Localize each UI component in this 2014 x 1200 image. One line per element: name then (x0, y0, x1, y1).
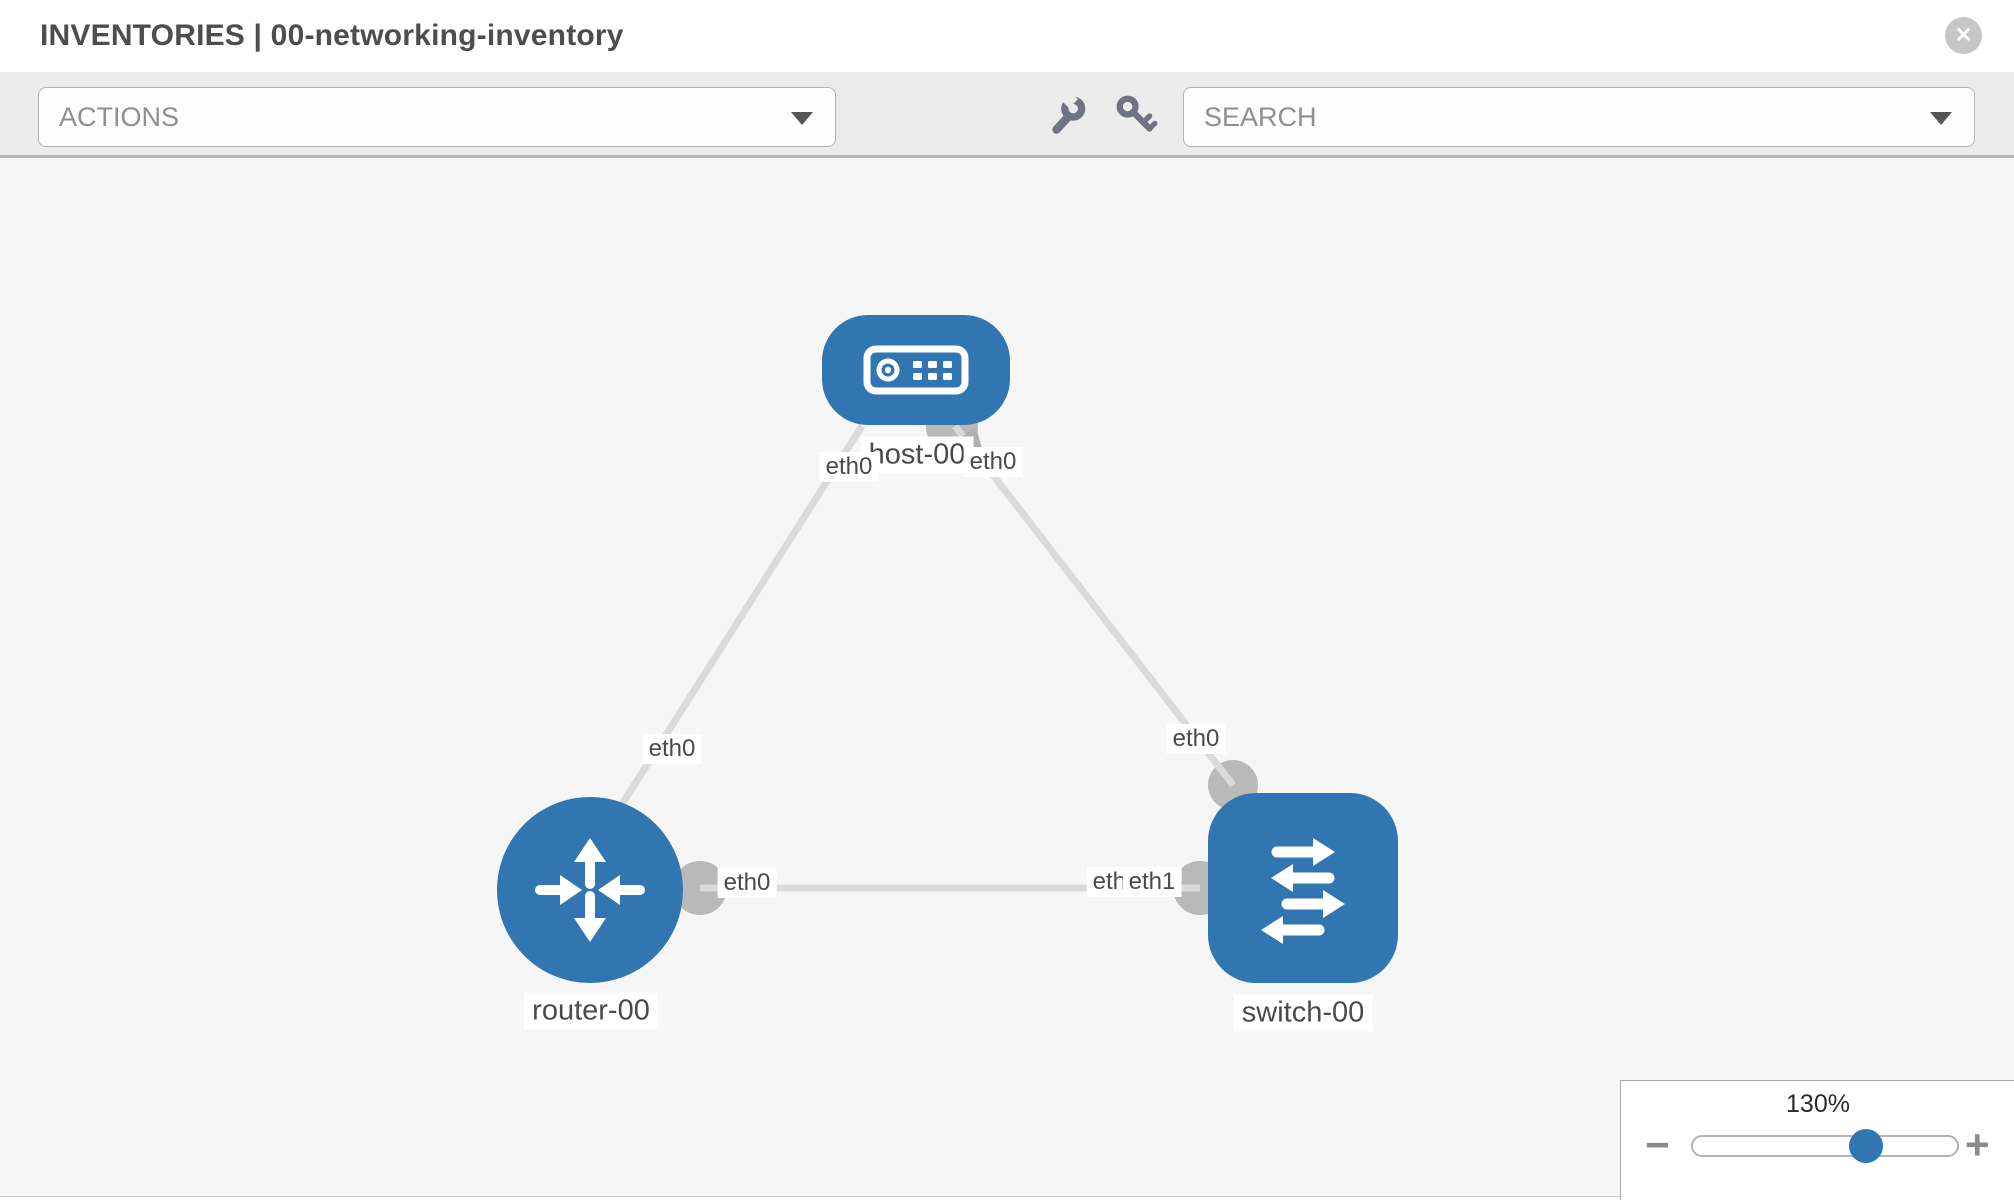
configure-tools-button[interactable] (1044, 89, 1092, 141)
port-label: eth0 (819, 452, 879, 482)
switch-icon (1261, 838, 1345, 944)
zoom-control-panel: 130% − + (1620, 1080, 2014, 1200)
topology-links-layer (609, 401, 1258, 915)
toolbar: ACTIONS SEARCH (0, 72, 2014, 158)
node-label-host: host-00 (860, 436, 974, 474)
topology-canvas[interactable]: host-00 router-00 switch-00 eth0 eth0 et… (0, 158, 2014, 1200)
caret-down-icon (791, 112, 813, 125)
port-label: eth1 (1122, 867, 1182, 897)
minus-icon: − (1645, 1121, 1670, 1168)
caret-down-icon (1930, 112, 1952, 125)
credentials-key-button[interactable] (1112, 93, 1160, 141)
page-title: INVENTORIES | 00-networking-inventory (40, 19, 624, 52)
zoom-slider-thumb[interactable] (1849, 1129, 1883, 1163)
router-icon (535, 838, 645, 942)
actions-dropdown[interactable]: ACTIONS (38, 87, 836, 147)
zoom-slider-track[interactable] (1691, 1129, 1959, 1163)
port-label: eth0 (642, 734, 702, 764)
key-icon (1116, 95, 1158, 132)
close-icon: ✕ (1954, 24, 1973, 47)
port-label: eth0 (963, 447, 1023, 477)
node-label-router: router-00 (524, 992, 658, 1030)
node-switch-00[interactable] (1208, 793, 1398, 983)
header: INVENTORIES | 00-networking-inventory ✕ (0, 0, 2014, 72)
host-icon (863, 345, 969, 395)
close-button[interactable]: ✕ (1945, 17, 1982, 54)
port-label: eth0 (717, 868, 777, 898)
plus-icon: + (1965, 1121, 1990, 1168)
zoom-slider-row: − + (1621, 1124, 2014, 1167)
node-host-00[interactable] (822, 315, 1010, 425)
zoom-in-button[interactable]: + (1965, 1124, 1990, 1166)
node-label-switch: switch-00 (1233, 994, 1373, 1032)
actions-dropdown-label: ACTIONS (59, 101, 180, 132)
wrench-icon (1052, 89, 1086, 134)
port-label: eth0 (1166, 724, 1226, 754)
zoom-level: 130% (1786, 1090, 1850, 1118)
search-dropdown[interactable]: SEARCH (1183, 87, 1975, 147)
search-dropdown-label: SEARCH (1204, 101, 1317, 132)
node-router-00[interactable] (497, 797, 683, 983)
zoom-out-button[interactable]: − (1645, 1124, 1670, 1166)
